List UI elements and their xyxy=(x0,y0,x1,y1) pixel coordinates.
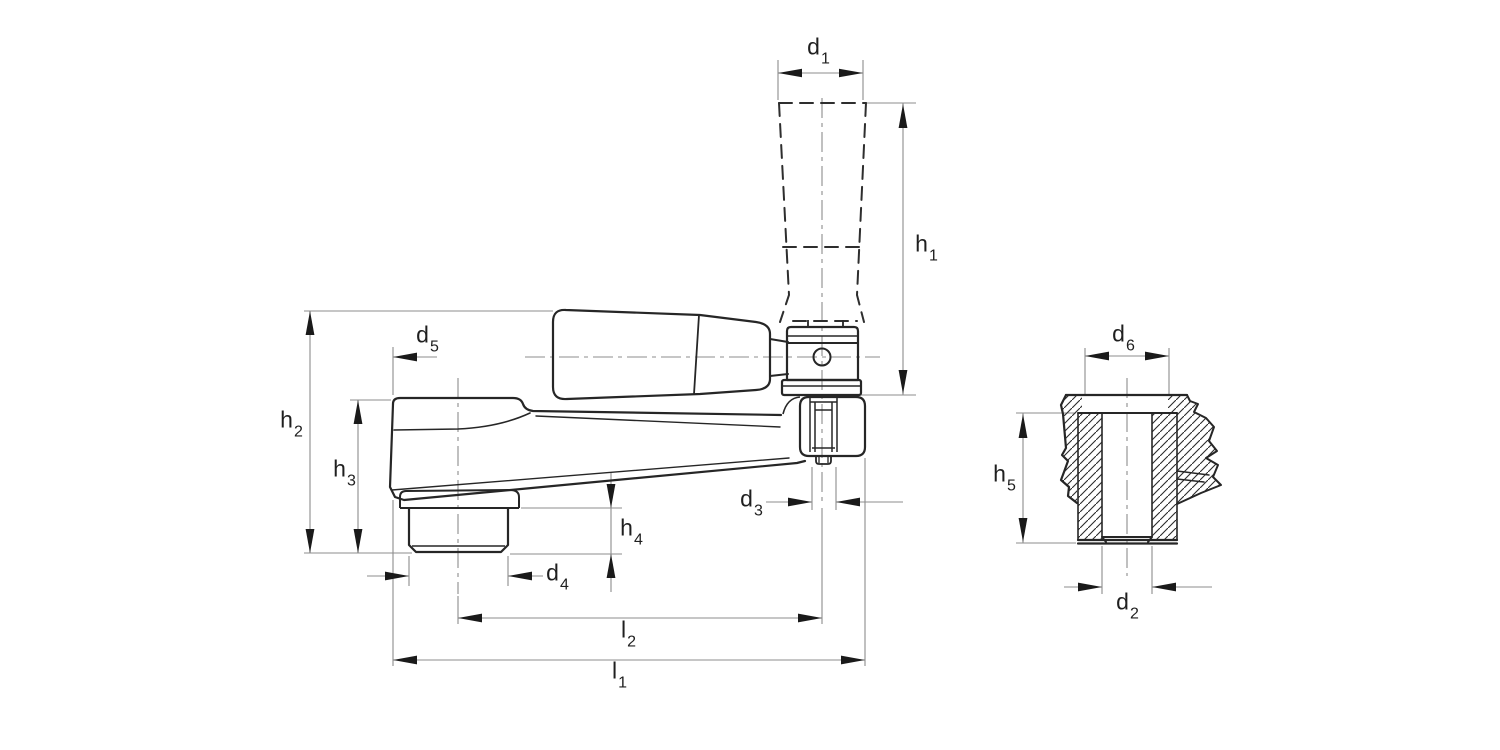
dimension-label-d2: d2 xyxy=(1116,588,1139,623)
dimension-label-h3: h3 xyxy=(333,455,356,490)
dimension-label-h2: h2 xyxy=(280,406,303,441)
dimension-label-h1: h1 xyxy=(915,230,938,265)
pivot-block xyxy=(780,320,863,397)
phantom-grip-outline xyxy=(778,102,867,323)
dimension-label-h4: h4 xyxy=(620,514,643,549)
dimension-label-l2: l2 xyxy=(620,616,637,651)
dimension-lines xyxy=(304,60,1212,666)
dimension-label-d1: d1 xyxy=(807,33,830,68)
detail-view-hub-section xyxy=(1059,393,1222,545)
crank-arm xyxy=(388,396,807,502)
dimension-arrowheads xyxy=(305,68,1176,665)
hub xyxy=(782,395,867,465)
dimension-label-l1: l1 xyxy=(611,657,628,692)
dimension-label-d5: d5 xyxy=(416,321,439,356)
dimension-label-d3: d3 xyxy=(740,485,763,520)
dimension-label-h5: h5 xyxy=(993,460,1016,495)
grip-folded xyxy=(551,308,789,401)
boss xyxy=(399,489,520,554)
dimension-label-d6: d6 xyxy=(1112,320,1135,355)
dimension-label-d4: d4 xyxy=(546,559,569,594)
